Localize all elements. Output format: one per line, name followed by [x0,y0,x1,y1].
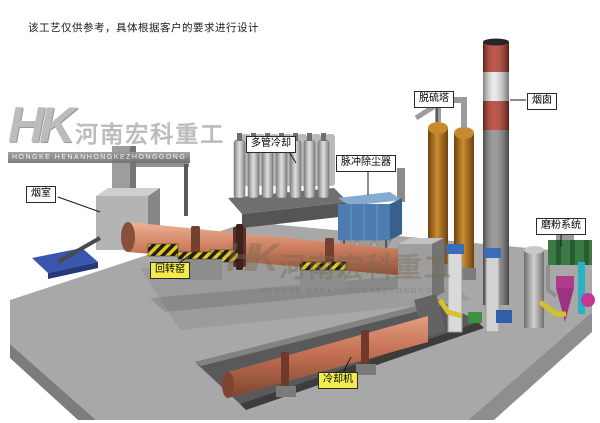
disclaimer-text: 该工艺仅供参考，具体根据客户的要求进行设计 [28,22,259,34]
label-pulse-dust-collector: 脉冲除尘器 [336,155,396,172]
label-rotary-kiln: 回转窑 [150,262,190,279]
foundation-pad [32,248,98,279]
label-cooling-machine: 冷却机 [318,372,358,389]
kiln-hood-graphic [398,238,444,300]
label-smoke-chamber: 烟室 [26,186,56,203]
grinding-system-graphic [524,226,595,328]
multi-tube-cooler-graphic [228,133,348,228]
bucket-elevator-graphic [437,244,512,333]
kiln-supports [147,243,347,292]
cooling-machine-graphic [222,316,428,398]
label-desulfurization-tower: 脱硫塔 [414,91,454,108]
label-chimney: 烟囱 [527,93,557,110]
label-grinding-system: 磨粉系统 [536,218,586,235]
label-multi-tube-cooler: 多管冷却 [246,136,296,153]
